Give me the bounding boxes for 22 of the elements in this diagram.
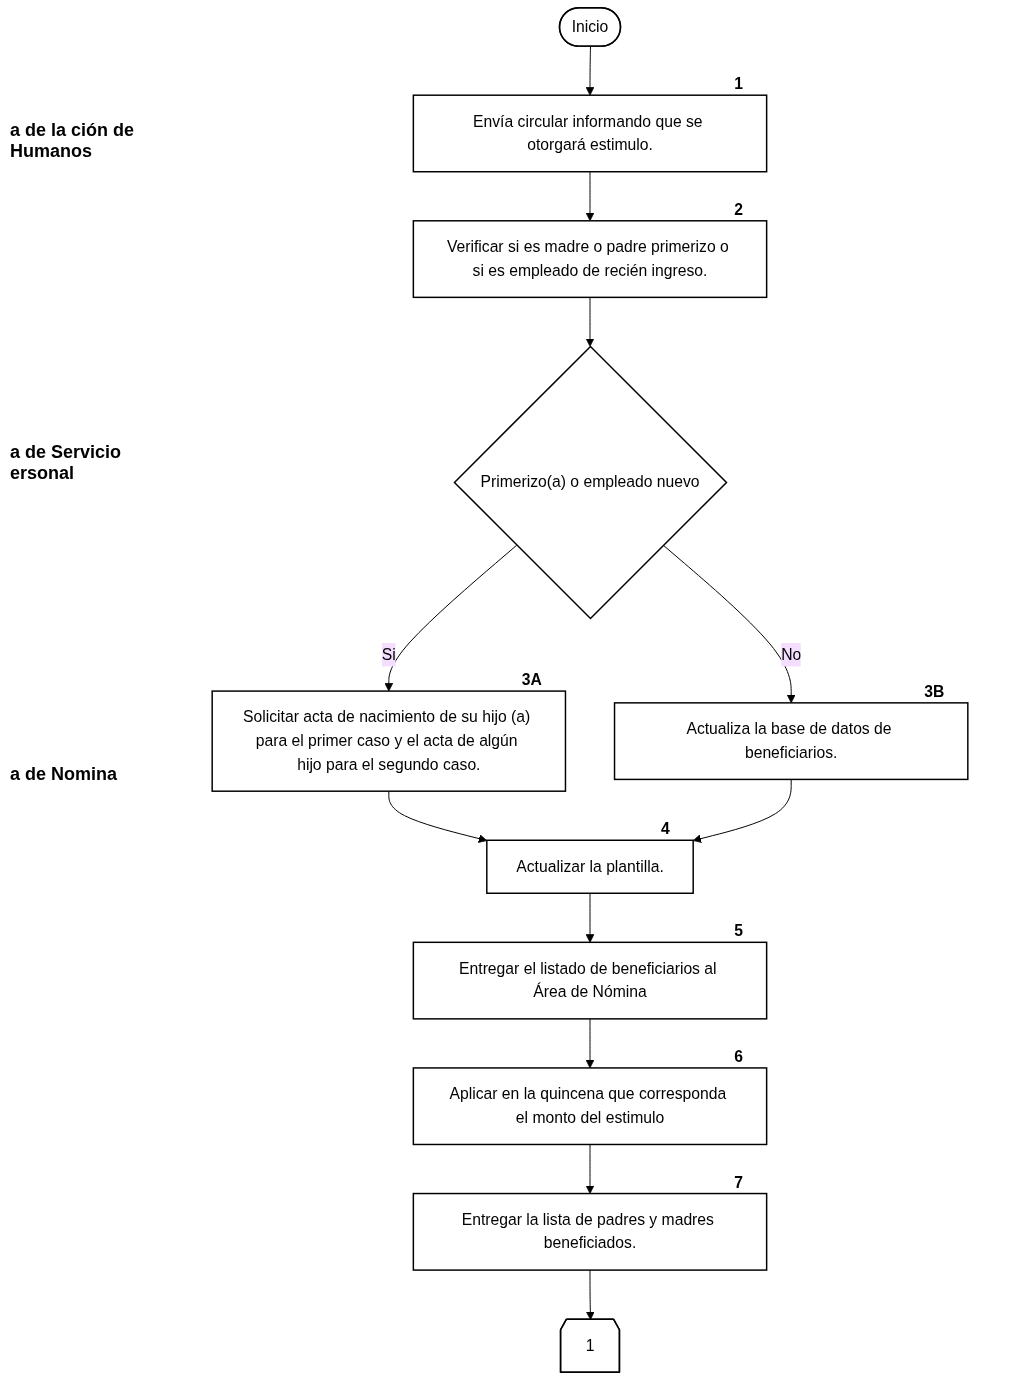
step-number: 6 [733,1048,743,1066]
lane-label: a de Nomina [10,764,119,785]
step-number: 4 [660,820,670,838]
node-box: Entregar el listado de beneficiarios al Área de Nómina [412,941,767,1020]
node-box: Verificar si es madre o padre primerizo o si es empleado de recién ingreso. [412,220,767,299]
node-box: Solicitar acta de nacimiento de su hijo (a) para el primer caso y el acta de algún hijo para el segundo caso. [210,690,566,792]
lane-label: a de la ción de Humanos [10,120,136,162]
step-number: 5 [733,922,743,940]
step-number: 3B [923,683,944,700]
step-number: 1 [733,75,743,93]
step-number: 7 [733,1173,743,1191]
step-number: 3A [521,671,542,689]
lane-label: a de Servicio ersonal [10,442,123,484]
node-box: Actualiza la base de datos de beneficiarios. [613,702,969,781]
node-diamond: Primerizo(a) o empleado nuevo [452,345,728,620]
node-box: Entregar la lista de padres y madres beneficiados. [412,1192,767,1271]
node-box: Envía circular informando que se otorgará estimulo. [412,94,767,173]
node-box: Aplicar en la quincena que corresponda el monto del estimulo [412,1067,767,1146]
edge-label: No [780,645,801,663]
step-number: 2 [733,200,743,218]
node-box: Actualizar la plantilla. [485,839,694,894]
edge-label: Si [381,645,396,663]
